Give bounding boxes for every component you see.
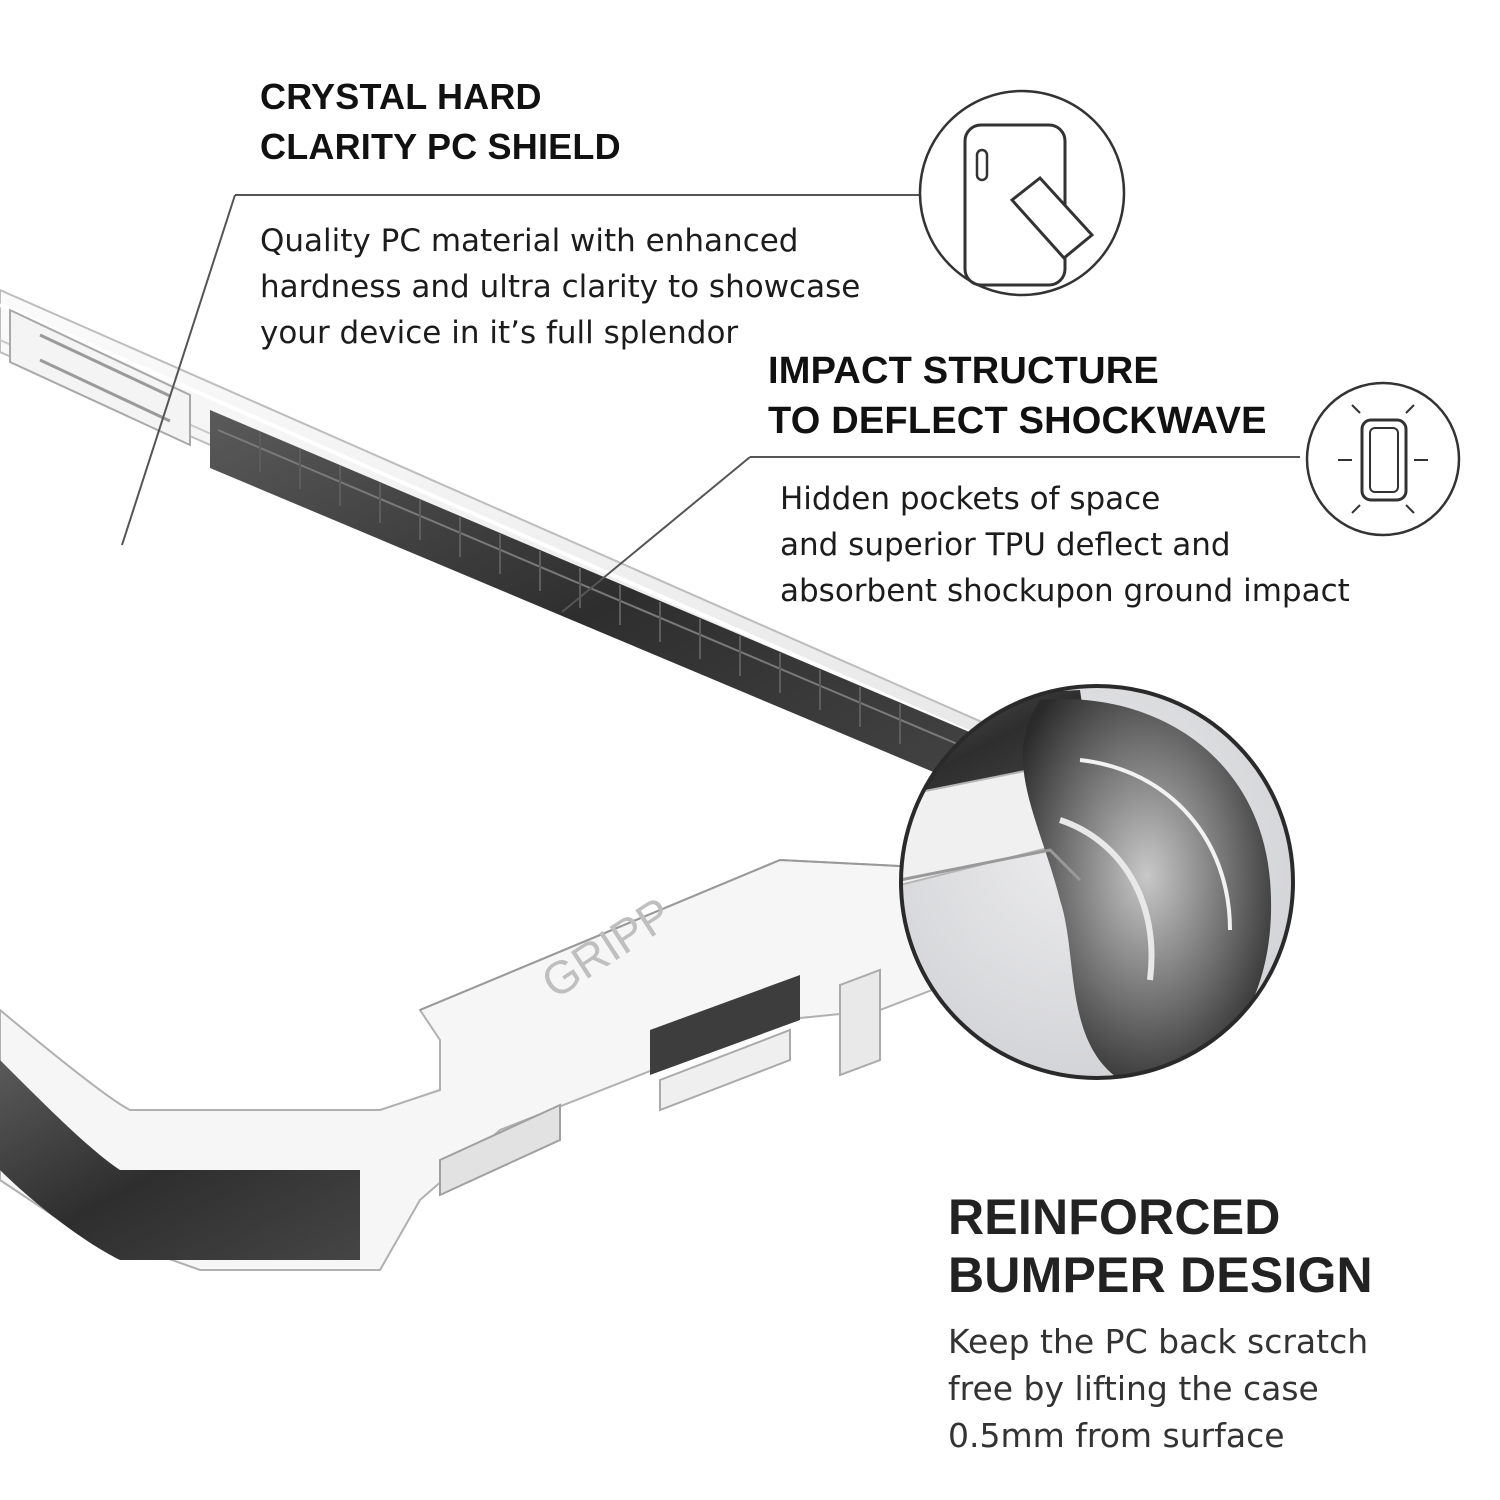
bumper-heading-line: REINFORCED bbox=[948, 1189, 1281, 1245]
shock-deflect-icon bbox=[1305, 381, 1461, 537]
shield-description-line: your device in it’s full splendor bbox=[260, 315, 739, 351]
shield-description-line: Quality PC material with enhanced bbox=[260, 223, 799, 259]
impact-description-line: and superior TPU deflect and bbox=[780, 527, 1231, 563]
impact-description-line: absorbent shockupon ground impact bbox=[780, 573, 1350, 609]
impact-description: Hidden pockets of space and superior TPU… bbox=[780, 476, 1420, 614]
tpu-ridges bbox=[259, 432, 901, 744]
bumper-description-line: free by lifting the case bbox=[948, 1369, 1319, 1408]
shield-description-line: hardness and ultra clarity to showcase bbox=[260, 269, 861, 305]
shield-heading-line: CLARITY PC SHIELD bbox=[260, 126, 621, 167]
shield-heading-line: CRYSTAL HARD bbox=[260, 76, 542, 117]
volume-button-cutouts bbox=[9, 308, 191, 447]
impact-heading: IMPACT STRUCTURE TO DEFLECT SHOCKWAVE bbox=[768, 346, 1308, 446]
corner-zoom-circle bbox=[899, 684, 1295, 1080]
bumper-heading: REINFORCED BUMPER DESIGN bbox=[948, 1188, 1468, 1304]
leader-lines bbox=[121, 194, 1300, 613]
shield-description: Quality PC material with enhanced hardne… bbox=[260, 218, 900, 356]
bumper-description-line: Keep the PC back scratch bbox=[948, 1322, 1369, 1361]
tpu-bumper-strip bbox=[210, 410, 1000, 800]
impact-heading-line: TO DEFLECT SHOCKWAVE bbox=[768, 400, 1267, 442]
case-bottom-edge bbox=[0, 858, 1011, 1271]
bumper-description: Keep the PC back scratch free by lifting… bbox=[948, 1318, 1468, 1459]
phone-scratch-icon bbox=[918, 89, 1126, 297]
impact-description-line: Hidden pockets of space bbox=[780, 481, 1161, 517]
bumper-description-line: 0.5mm from surface bbox=[948, 1416, 1285, 1455]
bumper-heading-line: BUMPER DESIGN bbox=[948, 1247, 1373, 1303]
shield-heading: CRYSTAL HARD CLARITY PC SHIELD bbox=[260, 72, 820, 172]
impact-heading-line: IMPACT STRUCTURE bbox=[768, 350, 1159, 392]
